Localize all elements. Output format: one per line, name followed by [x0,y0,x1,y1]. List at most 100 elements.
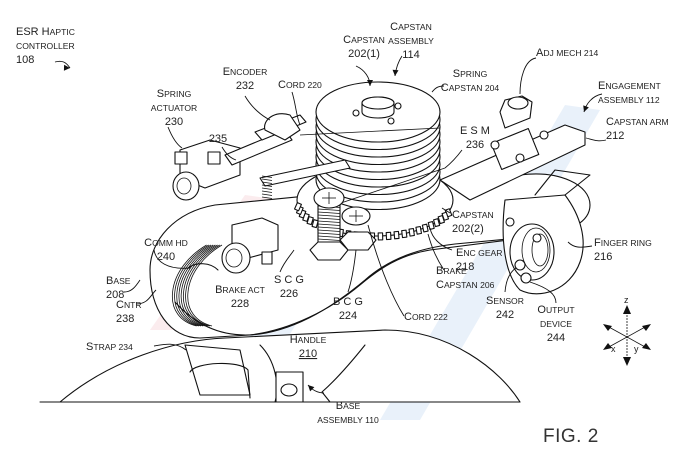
leader-line [135,289,157,305]
label-line: 202(2) [452,223,484,235]
label-line: CORD 220 [278,79,322,91]
label-line: BASE [106,275,131,287]
label-brake-act: BRAKE ACT 228 [215,284,266,310]
label-sensor: SENSOR 242 [486,295,524,321]
label-line: CAPSTAN [343,34,385,46]
gear-tooth [377,232,384,241]
label-ref-235: 235 [209,133,227,145]
label-line: 212 [606,130,624,142]
thread-line [317,208,341,211]
thread-line [317,229,341,232]
leader-line [291,91,301,126]
thread-line [317,214,341,217]
leader-lines [54,55,607,394]
cable-bundle [172,244,223,327]
leader-line [153,343,187,351]
gear-tooth [437,215,445,225]
axis-y-label: y [634,344,639,354]
label-line: 108 [16,54,34,66]
leader-line [153,249,191,269]
label-cord-222: CORD 222 [404,311,448,323]
gear-tooth [293,202,302,212]
label-line: OUTPUT [537,304,575,316]
leader-line [347,249,357,293]
label-capstan-202-2: CAPSTAN 202(2) [452,209,494,235]
label-line: 242 [496,309,514,321]
label-line: 216 [594,251,612,263]
label-line: SENSOR [486,295,524,307]
label-line: ADJ MECH 214 [536,47,598,59]
label-line: 226 [280,288,298,300]
leader-line [221,146,237,161]
leader-line [54,60,71,69]
label-line: BRAKE ACT [215,284,266,296]
gear-tooth [401,229,408,239]
handle [39,329,521,403]
cable-wire [176,244,212,327]
thread-line [261,184,273,187]
leader-line [529,281,557,304]
thread-line [317,232,341,235]
label-line: CAPSTAN [452,209,494,221]
label-adj-mech: ADJ MECH 214 [536,47,598,59]
finger-ring [502,169,591,295]
capstan-hole [387,117,395,125]
label-line: DEVICE [540,319,572,329]
base-plate [149,173,591,339]
thread-line [317,220,341,223]
leader-line [585,137,607,142]
thread-line [261,181,273,184]
label-line: ASSEMBLY [388,36,434,46]
label-strap: STRAP 234 [86,341,133,353]
leader-line [441,207,451,214]
label-line: BASE [336,400,361,412]
leader-line [504,267,517,293]
axis-z-label: z [624,295,629,305]
thread-line [261,187,273,190]
label-line: CAPSTAN 206 [436,279,495,291]
label-capstan-assembly: CAPSTAN ASSEMBLY 114 [388,21,434,61]
gear-tooth [306,216,314,226]
gear-tooth [415,225,423,235]
label-line: CORD 222 [404,311,448,323]
cord-220 [299,127,441,136]
leader-line [429,227,453,251]
label-line: 235 [209,133,227,145]
gear-tooth [393,230,400,240]
thread-line [317,223,341,226]
arrowhead [367,80,373,86]
cable-wire [174,244,210,327]
label-line: 218 [456,261,474,273]
leader-line [567,241,593,248]
thread-line [317,211,341,214]
leader-line [519,57,537,95]
thread-line [261,193,273,196]
label-line: 114 [402,49,420,61]
cable-wire [187,244,223,327]
label-line: 232 [236,80,254,92]
label-line: 228 [231,298,249,310]
capstan-stack [299,81,446,211]
thread-line [261,196,273,199]
leader-line [427,233,445,271]
label-line: CAPSTAN ARM [606,116,669,128]
cable-wire [180,244,216,327]
arrowhead [63,64,70,71]
cable-wire [172,244,207,327]
axis-x-label: x [611,344,616,354]
label-line: 210 [299,348,317,360]
label-line: CAPSTAN [390,21,432,33]
gear-tooth [427,221,435,230]
